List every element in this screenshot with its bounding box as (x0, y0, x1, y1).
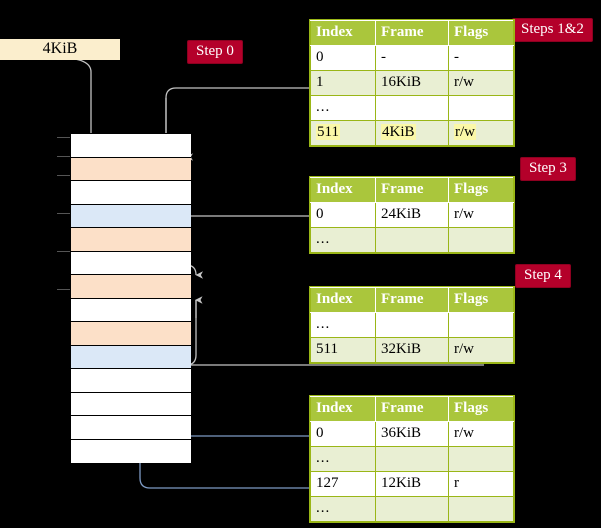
memory-frame (71, 228, 191, 252)
cell-index: 0 (310, 421, 376, 447)
memory-frame (71, 345, 191, 369)
column-header-flags: Flags (448, 396, 514, 422)
column-header-index: Index (310, 20, 376, 46)
cell-frame (375, 446, 449, 472)
column-header-index: Index (310, 177, 376, 203)
cell-frame: 24KiB (375, 202, 449, 228)
memory-tick (57, 137, 70, 138)
cell-flags: r/w (448, 421, 514, 447)
table-row: ... (310, 95, 514, 121)
cell-frame: - (375, 45, 449, 71)
column-header-index: Index (310, 287, 376, 313)
highlighted-value: 4KiB (381, 124, 416, 140)
cell-flags (448, 227, 514, 253)
memory-tick (57, 213, 70, 214)
memory-frame (71, 416, 191, 440)
memory-frame (71, 369, 191, 393)
memory-frame (71, 181, 191, 205)
highlighted-value: 511 (316, 124, 340, 140)
memory-frame (71, 157, 191, 181)
column-header-index: Index (310, 396, 376, 422)
memory-frame (71, 134, 191, 158)
cell-frame (375, 227, 449, 253)
cell-flags: r/w (448, 120, 514, 146)
memory-frame (71, 439, 191, 463)
table-row: ... (310, 446, 514, 472)
memory-frame (71, 392, 191, 416)
cell-flags: r/w (448, 202, 514, 228)
table-row: 0-- (310, 45, 514, 71)
cell-frame: 4KiB (375, 120, 449, 146)
cell-index: ... (310, 496, 376, 522)
column-header-flags: Flags (448, 20, 514, 46)
badge-steps-1-2: Steps 1&2 (513, 19, 592, 41)
cell-flags: - (448, 45, 514, 71)
cell-frame: 16KiB (375, 70, 449, 96)
column-header-frame: Frame (375, 177, 449, 203)
table-row: ... (310, 312, 514, 338)
cell-frame (375, 496, 449, 522)
cell-frame: 32KiB (375, 337, 449, 363)
cell-flags (448, 312, 514, 338)
cell-frame (375, 95, 449, 121)
cell-index: ... (310, 312, 376, 338)
table-row: ... (310, 227, 514, 253)
badge-step-4: Step 4 (516, 265, 570, 287)
cell-index: 0 (310, 202, 376, 228)
cell-flags (448, 95, 514, 121)
cell-index: 127 (310, 471, 376, 497)
memory-tick (57, 175, 70, 176)
table-row: 511 4KiB r/w (310, 120, 514, 146)
column-header-frame: Frame (375, 20, 449, 46)
column-header-flags: Flags (448, 177, 514, 203)
cell-frame: 36KiB (375, 421, 449, 447)
memory-tick (57, 289, 70, 290)
cell-flags (448, 496, 514, 522)
cell-index: ... (310, 227, 376, 253)
cell-flags (448, 446, 514, 472)
cell-index: 1 (310, 70, 376, 96)
cell-index: 0 (310, 45, 376, 71)
cell-index: ... (310, 446, 376, 472)
column-header-frame: Frame (375, 396, 449, 422)
cell-index: 511 (310, 337, 376, 363)
memory-tick (57, 251, 70, 252)
highlighted-value: r/w (454, 124, 476, 140)
column-header-flags: Flags (448, 287, 514, 313)
cell-index: ... (310, 95, 376, 121)
cell-flags: r/w (448, 70, 514, 96)
badge-step-0: Step 0 (188, 41, 242, 63)
memory-frame (71, 204, 191, 228)
memory-frame (71, 275, 191, 299)
table-row: ... (310, 496, 514, 522)
memory-tick (57, 156, 70, 157)
memory-frame (71, 322, 191, 346)
cell-frame (375, 312, 449, 338)
virtual-address-label: 4KiB (0, 39, 120, 60)
memory-frame (71, 298, 191, 322)
memory-frame (71, 251, 191, 275)
physical-memory-column (70, 133, 191, 463)
cell-flags: r (448, 471, 514, 497)
cell-index: 511 (310, 120, 376, 146)
cell-frame: 12KiB (375, 471, 449, 497)
column-header-frame: Frame (375, 287, 449, 313)
cell-flags: r/w (448, 337, 514, 363)
badge-step-3: Step 3 (521, 158, 575, 180)
